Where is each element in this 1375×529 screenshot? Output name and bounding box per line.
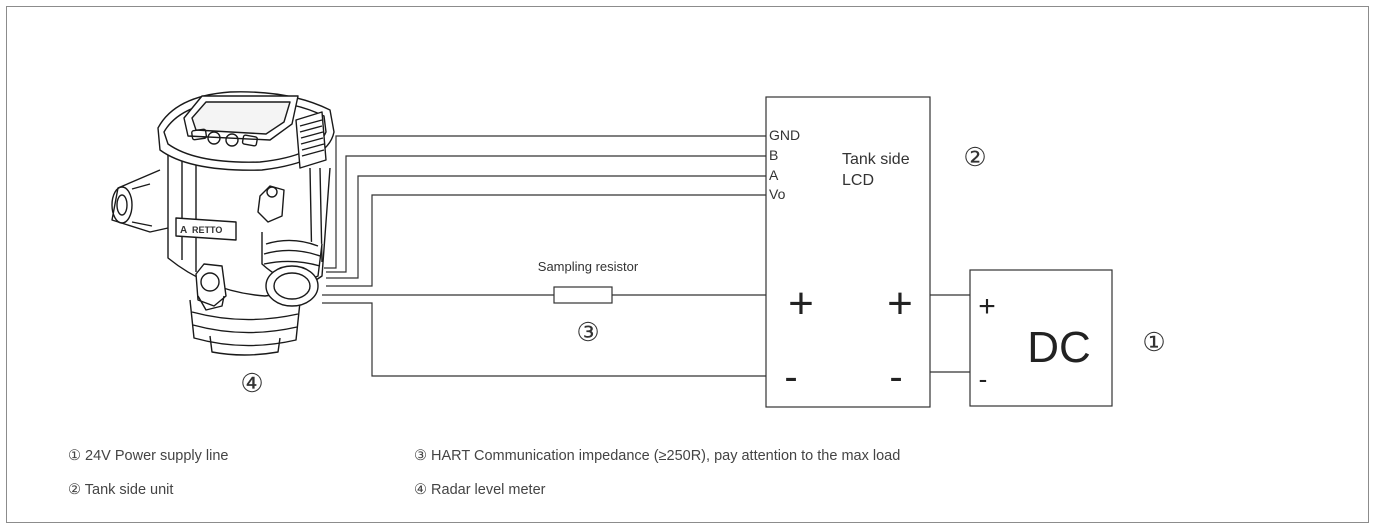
resistor-label: Sampling resistor: [538, 259, 639, 274]
legend-item-1: ① 24V Power supply line: [68, 448, 229, 464]
loop-wires: [322, 294, 970, 377]
outer-frame: [6, 6, 1369, 523]
wire-b: [326, 155, 766, 273]
legend-item-4: ④ Radar level meter: [414, 482, 546, 498]
legend-item-2: ② Tank side unit: [68, 482, 174, 498]
dc-label: DC: [1027, 323, 1091, 372]
terminal-a-label: A: [769, 167, 779, 183]
lcd-minus-right: -: [889, 355, 902, 399]
terminal-b-label: B: [769, 147, 778, 163]
lcd-plus-left: +: [788, 279, 814, 328]
terminal-vo-label: Vo: [769, 186, 786, 202]
signal-wires: [324, 135, 766, 287]
wire-loop-minus: [322, 302, 766, 377]
wire-gnd: [324, 135, 766, 269]
dc-supply-box: [969, 269, 1113, 407]
device-brand-text: RETTO: [192, 225, 222, 235]
lcd-label-line2: LCD: [842, 172, 874, 189]
sampling-resistor: [553, 286, 613, 304]
legend-item-3: ③ HART Communication impedance (≥250R), …: [414, 448, 901, 464]
device-marker: ④: [240, 368, 263, 398]
wire-a: [326, 175, 766, 279]
wire-vo: [326, 194, 766, 287]
lcd-label-line1: Tank side: [842, 151, 910, 168]
dc-minus: -: [979, 364, 988, 394]
terminal-gnd-label: GND: [769, 127, 800, 143]
radar-level-meter: [111, 91, 335, 356]
lcd-marker: ②: [963, 142, 986, 172]
resistor-marker: ③: [576, 317, 599, 347]
device-logo-text: A: [180, 225, 187, 236]
dc-plus: +: [978, 290, 996, 323]
lcd-plus-right: +: [887, 279, 913, 328]
dc-marker: ①: [1142, 327, 1165, 357]
tank-side-lcd-box: [765, 96, 931, 408]
lcd-minus-left: -: [784, 355, 797, 399]
